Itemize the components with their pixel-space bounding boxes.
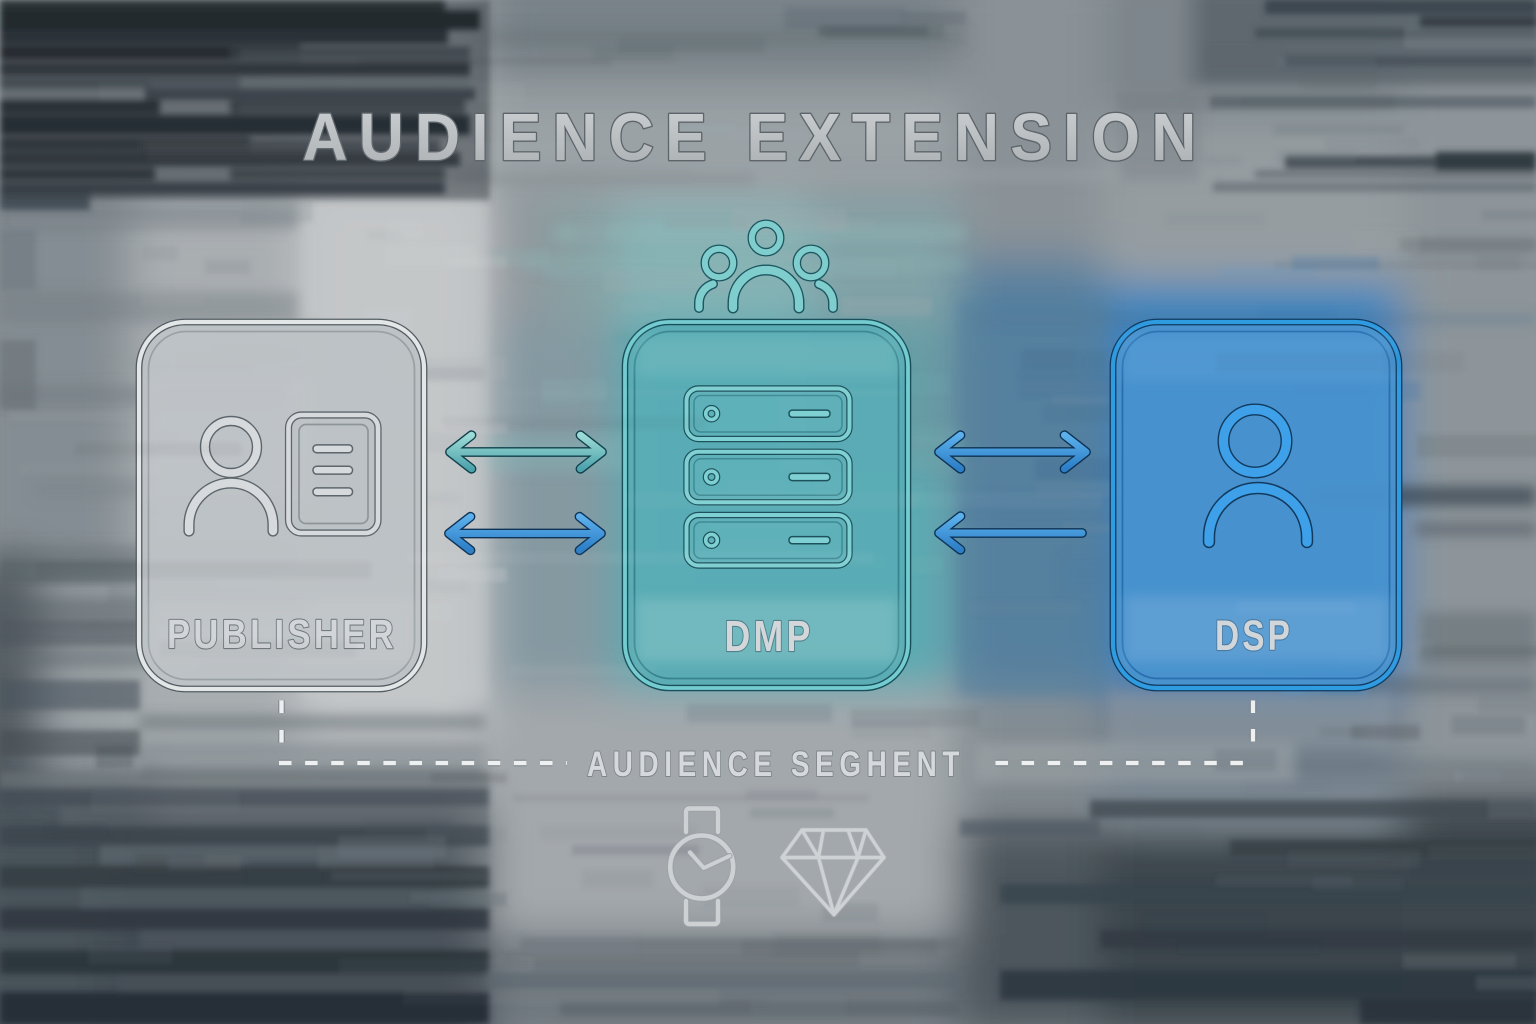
- svg-text:AUDIENCE SEGHENT: AUDIENCE SEGHENT: [587, 745, 965, 784]
- svg-text:DMP: DMP: [725, 612, 814, 661]
- svg-text:AUDIENCE EXTENSION: AUDIENCE EXTENSION: [303, 100, 1208, 175]
- svg-text:PUBLISHER: PUBLISHER: [167, 611, 397, 657]
- svg-text:DSP: DSP: [1215, 612, 1293, 660]
